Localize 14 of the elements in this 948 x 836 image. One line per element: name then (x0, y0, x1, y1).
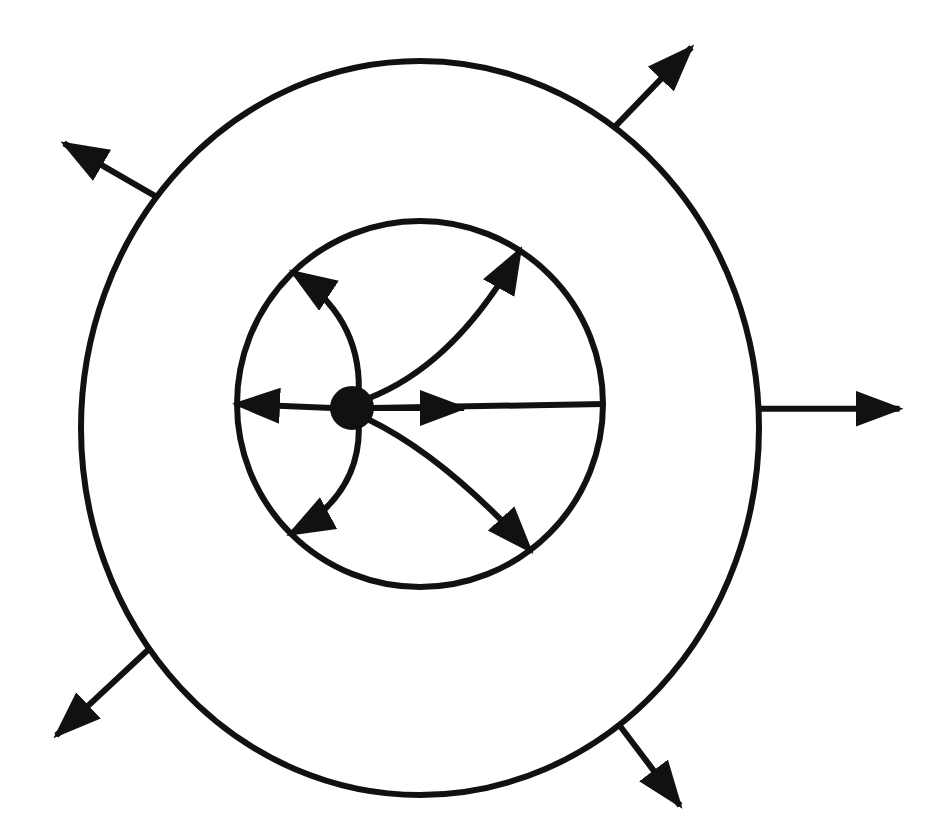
arrow (286, 426, 362, 537)
arrow (368, 246, 523, 401)
arrow (232, 387, 333, 424)
arrow (612, 44, 695, 129)
line (371, 401, 605, 411)
arrow (367, 416, 534, 554)
arrow (759, 390, 904, 427)
arrow (60, 140, 158, 199)
arrow (53, 647, 151, 739)
arrow (617, 723, 683, 809)
inner-circle (232, 216, 608, 592)
center-dot (328, 384, 376, 432)
outer-circle (76, 56, 764, 800)
arrow (288, 269, 362, 390)
